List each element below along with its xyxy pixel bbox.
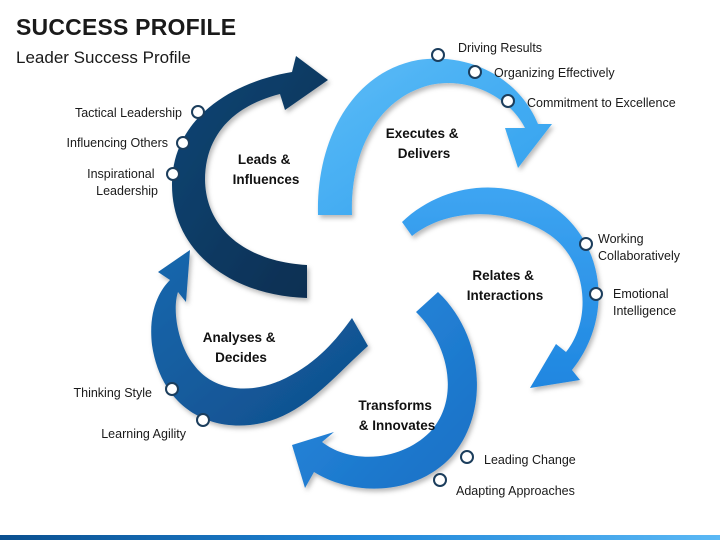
label-relates-line2: Interactions: [467, 288, 544, 303]
label-transforms-line2: & Innovates: [359, 418, 436, 433]
item-adapting-approaches: Adapting Approaches: [456, 484, 575, 498]
item-working-line2: Collaboratively: [598, 249, 681, 263]
label-relates-line1: Relates &: [472, 268, 534, 283]
bottom-accent-bar: [0, 535, 720, 540]
dot-tactical-leadership: [191, 105, 205, 119]
label-executes-line1: Executes &: [386, 126, 459, 141]
label-leads-influences: Leads & Influences: [233, 152, 300, 187]
arrow-leads-influences: [172, 56, 328, 298]
label-leads-line2: Influences: [233, 172, 300, 187]
dot-thinking-style: [165, 382, 179, 396]
item-inspirational-leadership: Inspirational Leadership: [87, 167, 158, 198]
item-emotional-line2: Intelligence: [613, 304, 676, 318]
label-relates-interactions: Relates & Interactions: [467, 268, 544, 303]
label-analyses-line2: Decides: [215, 350, 267, 365]
dot-influencing-others: [176, 136, 190, 150]
item-working-line1: Working: [598, 232, 644, 246]
arrow-relates-interactions: [402, 187, 599, 388]
item-working-collaboratively: Working Collaboratively: [598, 232, 681, 263]
dot-inspirational-leadership: [166, 167, 180, 181]
item-emotional-intelligence: Emotional Intelligence: [613, 287, 676, 318]
dot-learning-agility: [196, 413, 210, 427]
label-leads-line1: Leads &: [238, 152, 291, 167]
label-analyses-decides: Analyses & Decides: [203, 330, 280, 365]
dot-working-collaboratively: [579, 237, 593, 251]
arrow-transforms-innovates: [292, 292, 477, 489]
dot-adapting-approaches: [433, 473, 447, 487]
dot-leading-change: [460, 450, 474, 464]
arrow-executes-delivers: [317, 58, 552, 215]
label-executes-line2: Delivers: [398, 146, 451, 161]
label-executes-delivers: Executes & Delivers: [386, 126, 463, 161]
label-analyses-line1: Analyses &: [203, 330, 276, 345]
item-organizing-effectively: Organizing Effectively: [494, 66, 615, 80]
item-thinking-style: Thinking Style: [73, 386, 152, 400]
item-leading-change: Leading Change: [484, 453, 576, 467]
label-transforms-innovates: Transforms & Innovates: [358, 398, 435, 433]
label-transforms-line1: Transforms: [358, 398, 432, 413]
item-emotional-line1: Emotional: [613, 287, 669, 301]
page-subtitle: Leader Success Profile: [16, 48, 191, 67]
dot-emotional-intelligence: [589, 287, 603, 301]
arrow-analyses-decides: [151, 250, 368, 426]
item-inspirational-line2: Leadership: [96, 184, 158, 198]
dot-driving-results: [431, 48, 445, 62]
bullet-dots: [165, 48, 603, 487]
item-learning-agility: Learning Agility: [101, 427, 187, 441]
page-title: SUCCESS PROFILE: [16, 14, 237, 40]
item-commitment-excellence: Commitment to Excellence: [527, 96, 676, 110]
dot-commitment-excellence: [501, 94, 515, 108]
item-driving-results: Driving Results: [458, 41, 542, 55]
item-influencing-others: Influencing Others: [67, 136, 168, 150]
dot-organizing-effectively: [468, 65, 482, 79]
item-inspirational-line1: Inspirational: [87, 167, 154, 181]
item-tactical-leadership: Tactical Leadership: [75, 106, 182, 120]
